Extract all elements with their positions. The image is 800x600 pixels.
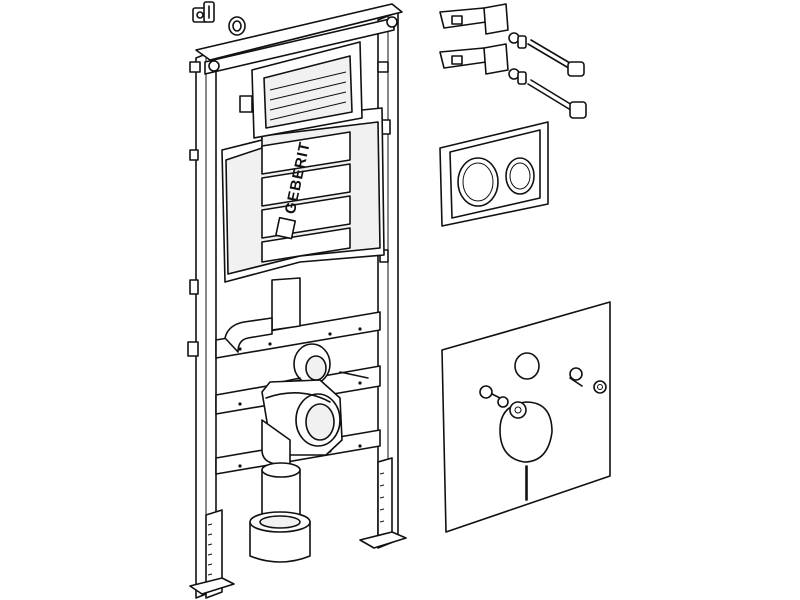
flush-button-large xyxy=(457,157,499,207)
anchor-bolt-upper xyxy=(508,32,585,77)
frame-leg-right xyxy=(359,457,407,549)
flush-plate xyxy=(439,121,549,227)
wall-bracket-upper xyxy=(439,3,509,35)
wall-bracket-lower xyxy=(439,43,509,75)
sealing-ring-icon xyxy=(228,16,246,36)
concealed-cistern: GEBERIT xyxy=(221,41,385,283)
water-valve-icon xyxy=(192,1,215,23)
flush-frame xyxy=(239,41,363,139)
anchor-bolt-lower xyxy=(508,68,587,119)
flush-bend xyxy=(224,277,369,385)
mounting-screw-right-icon xyxy=(569,367,607,394)
sound-insulation-set xyxy=(441,301,611,533)
frame-leg-left xyxy=(189,509,235,599)
mounting-screw-left-icon xyxy=(479,385,509,408)
waste-connector xyxy=(249,462,311,563)
waste-bend xyxy=(261,379,343,465)
